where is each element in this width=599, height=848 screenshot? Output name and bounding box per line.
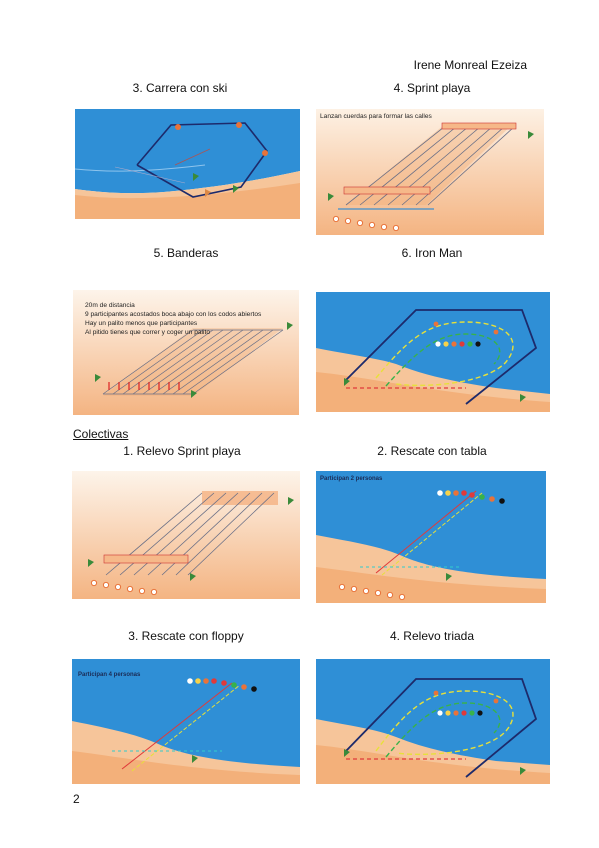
diagram-note: Participan 2 personas (320, 476, 383, 482)
diagram-sprint-playa: Lanzan cuerdas para formar las calles (316, 109, 544, 235)
page-number: 2 (73, 792, 80, 806)
diagram-note: Participan 4 personas (78, 672, 141, 678)
diagram-relevo-sprint-playa (72, 471, 300, 599)
diagram-rescate-floppy: Participan 4 personas (72, 659, 300, 784)
diagram-iron-man (316, 292, 550, 412)
diagram-relevo-triada (316, 659, 550, 784)
diagram-carrera-ski (75, 109, 300, 219)
diagram-note: Lanzan cuerdas para formar las calles (320, 113, 432, 120)
diagram-note: 20m de distancia (85, 302, 135, 309)
figure-caption: 1. Relevo Sprint playa (123, 444, 241, 458)
section-title: Colectivas (73, 427, 129, 441)
diagram-rescate-tabla: Participan 2 personas (316, 471, 546, 603)
diagram-banderas: 20m de distancia 9 participantes acostad… (73, 290, 299, 415)
figure-caption: 3. Rescate con floppy (128, 629, 244, 643)
figure-caption: 4. Relevo triada (389, 629, 475, 643)
diagram-note: Al pitido tienes que correr y coger un p… (85, 329, 210, 336)
diagram-note: 9 participantes acostados boca abajo con… (85, 311, 262, 318)
figure-caption: 3. Carrera con ski (132, 81, 228, 95)
figure-caption: 4. Sprint playa (393, 81, 471, 95)
figure-caption: 6. Iron Man (401, 246, 463, 260)
figure-caption: 2. Rescate con tabla (377, 444, 487, 458)
author-name: Irene Monreal Ezeiza (413, 58, 527, 72)
diagram-note: Hay un palito menos que participantes (85, 320, 198, 327)
figure-caption: 5. Banderas (153, 246, 219, 260)
